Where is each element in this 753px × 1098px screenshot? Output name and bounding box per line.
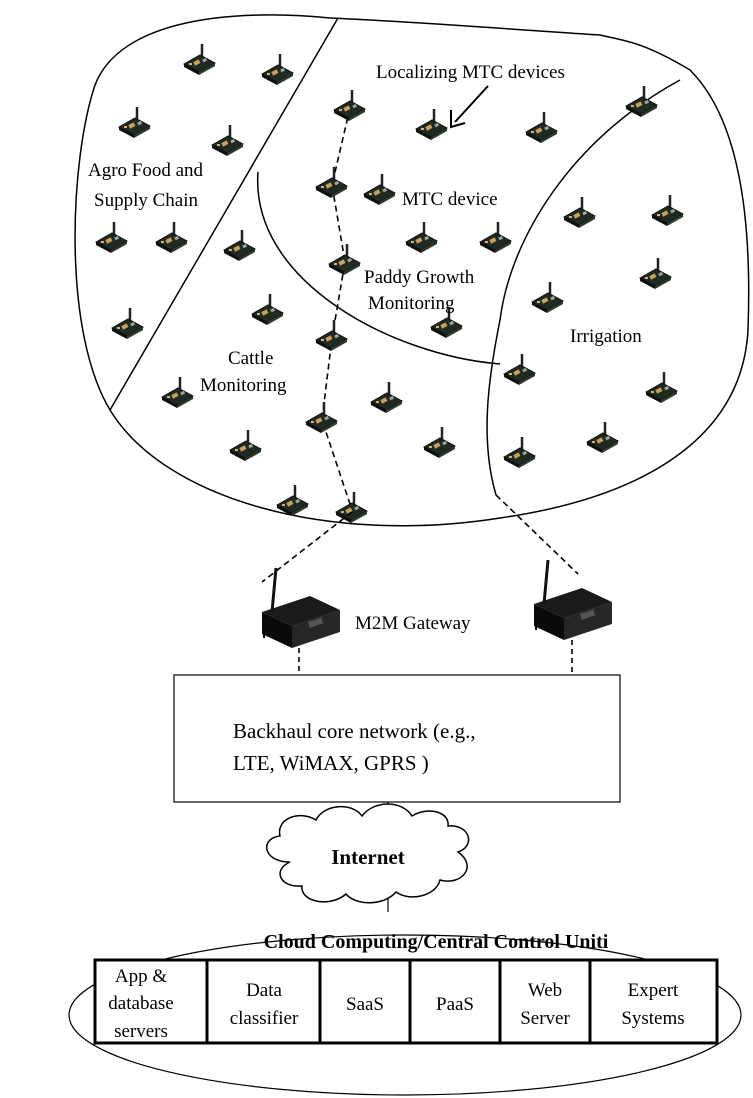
gateway-links: [261, 494, 579, 675]
mtc-device-icon: [478, 220, 513, 255]
mtc-device-icon: [210, 123, 245, 158]
mtc-device-icon: [650, 193, 685, 228]
backhaul-box: Backhaul core network (e.g., LTE, WiMAX,…: [173, 674, 621, 803]
localizing-label: Localizing MTC devices: [376, 62, 565, 83]
cloud-computing-unit: Cloud Computing/Central Control Uniti Ap…: [68, 931, 742, 1096]
agro-label-line2: Supply Chain: [94, 190, 198, 211]
table-cell-saas: SaaS: [346, 994, 384, 1015]
table-cell-expert-systems: Expert Systems: [621, 980, 684, 1029]
mtc-device-icon: [250, 292, 285, 327]
mtc-device-icon: [332, 88, 367, 123]
mtc-device-icon: [502, 435, 537, 470]
backhaul-line2: LTE, WiMAX, GPRS ): [233, 751, 429, 775]
mtc-device-icon: [154, 220, 189, 255]
cell-text: SaaS: [346, 994, 384, 1015]
mtc-device-icon: [117, 105, 152, 140]
localization-path: [321, 107, 353, 511]
mtc-device-icon: [110, 306, 145, 341]
cell-text: classifier: [230, 1008, 299, 1029]
cell-text: Systems: [621, 1008, 684, 1029]
mtc-device-label: MTC device: [402, 189, 498, 210]
cell-text: Server: [520, 1008, 570, 1029]
mtc-device-icon: [222, 228, 257, 263]
service-table: App & database servers Data classifier S…: [93, 958, 719, 1045]
mtc-device-icon: [182, 42, 217, 77]
cloud-unit-title: Cloud Computing/Central Control Uniti: [264, 931, 609, 953]
cattle-label-line2: Monitoring: [200, 375, 287, 396]
irrigation-label: Irrigation: [570, 326, 642, 347]
mtc-device-icon: [160, 375, 195, 410]
cell-text: App &: [115, 966, 167, 987]
mtc-device-icon: [638, 256, 673, 291]
internet-cloud: Internet: [265, 803, 470, 904]
mtc-device-icon: [369, 380, 404, 415]
m2m-gateway-icon: [260, 566, 342, 650]
agro-boundary: [109, 17, 339, 411]
cell-text: Web: [528, 980, 562, 1001]
mtc-device-icon: [524, 110, 559, 145]
gateway-label: M2M Gateway: [355, 613, 471, 634]
paddy-boundary: [257, 171, 501, 365]
cell-text: PaaS: [436, 994, 474, 1015]
mtc-device-icon: [562, 195, 597, 230]
mtc-device-icon: [275, 483, 310, 518]
mtc-device-icon: [362, 172, 397, 207]
mtc-device-icon: [414, 107, 449, 142]
table-cell-data-classifier: Data classifier: [230, 980, 299, 1029]
irrigation-boundary: [486, 79, 681, 496]
internet-label: Internet: [331, 845, 404, 869]
mtc-device-icon: [228, 428, 263, 463]
cell-text: Data: [246, 980, 282, 1001]
mtc-device-icon: [644, 370, 679, 405]
m2m-gateway-icon: [532, 558, 614, 642]
mtc-device-icon: [422, 425, 457, 460]
mtc-device-icon: [327, 242, 362, 277]
mtc-device-icon: [404, 220, 439, 255]
cell-text: database: [108, 993, 173, 1014]
paddy-label-line1: Paddy Growth: [364, 267, 475, 288]
table-cell-paas: PaaS: [436, 994, 474, 1015]
cell-text: Expert: [628, 980, 679, 1001]
agro-label-line1: Agro Food and: [88, 160, 204, 181]
mtc-device-icon: [260, 52, 295, 87]
backhaul-line1: Backhaul core network (e.g.,: [233, 719, 476, 743]
localizing-arrow: [450, 85, 489, 129]
table-cell-app-database: App & database servers: [108, 966, 173, 1042]
mtc-device-icon: [304, 400, 339, 435]
field-outer-boundary: [74, 14, 750, 527]
mtc-device-icon: [314, 165, 349, 200]
mtc-device-icon: [94, 220, 129, 255]
mtc-device-icon: [502, 352, 537, 387]
cell-text: servers: [114, 1021, 168, 1042]
cattle-label-line1: Cattle: [228, 348, 273, 369]
table-cell-web-server: Web Server: [520, 980, 570, 1029]
region-labels: Agro Food and Supply Chain Localizing MT…: [88, 62, 642, 396]
cloud-icon: [265, 803, 470, 904]
paddy-label-line2: Monitoring: [368, 293, 455, 314]
mtc-device-icon: [530, 280, 565, 315]
mtc-device-icon: [314, 318, 349, 353]
mtc-device-icon: [585, 420, 620, 455]
mtc-device-icon: [334, 490, 369, 525]
